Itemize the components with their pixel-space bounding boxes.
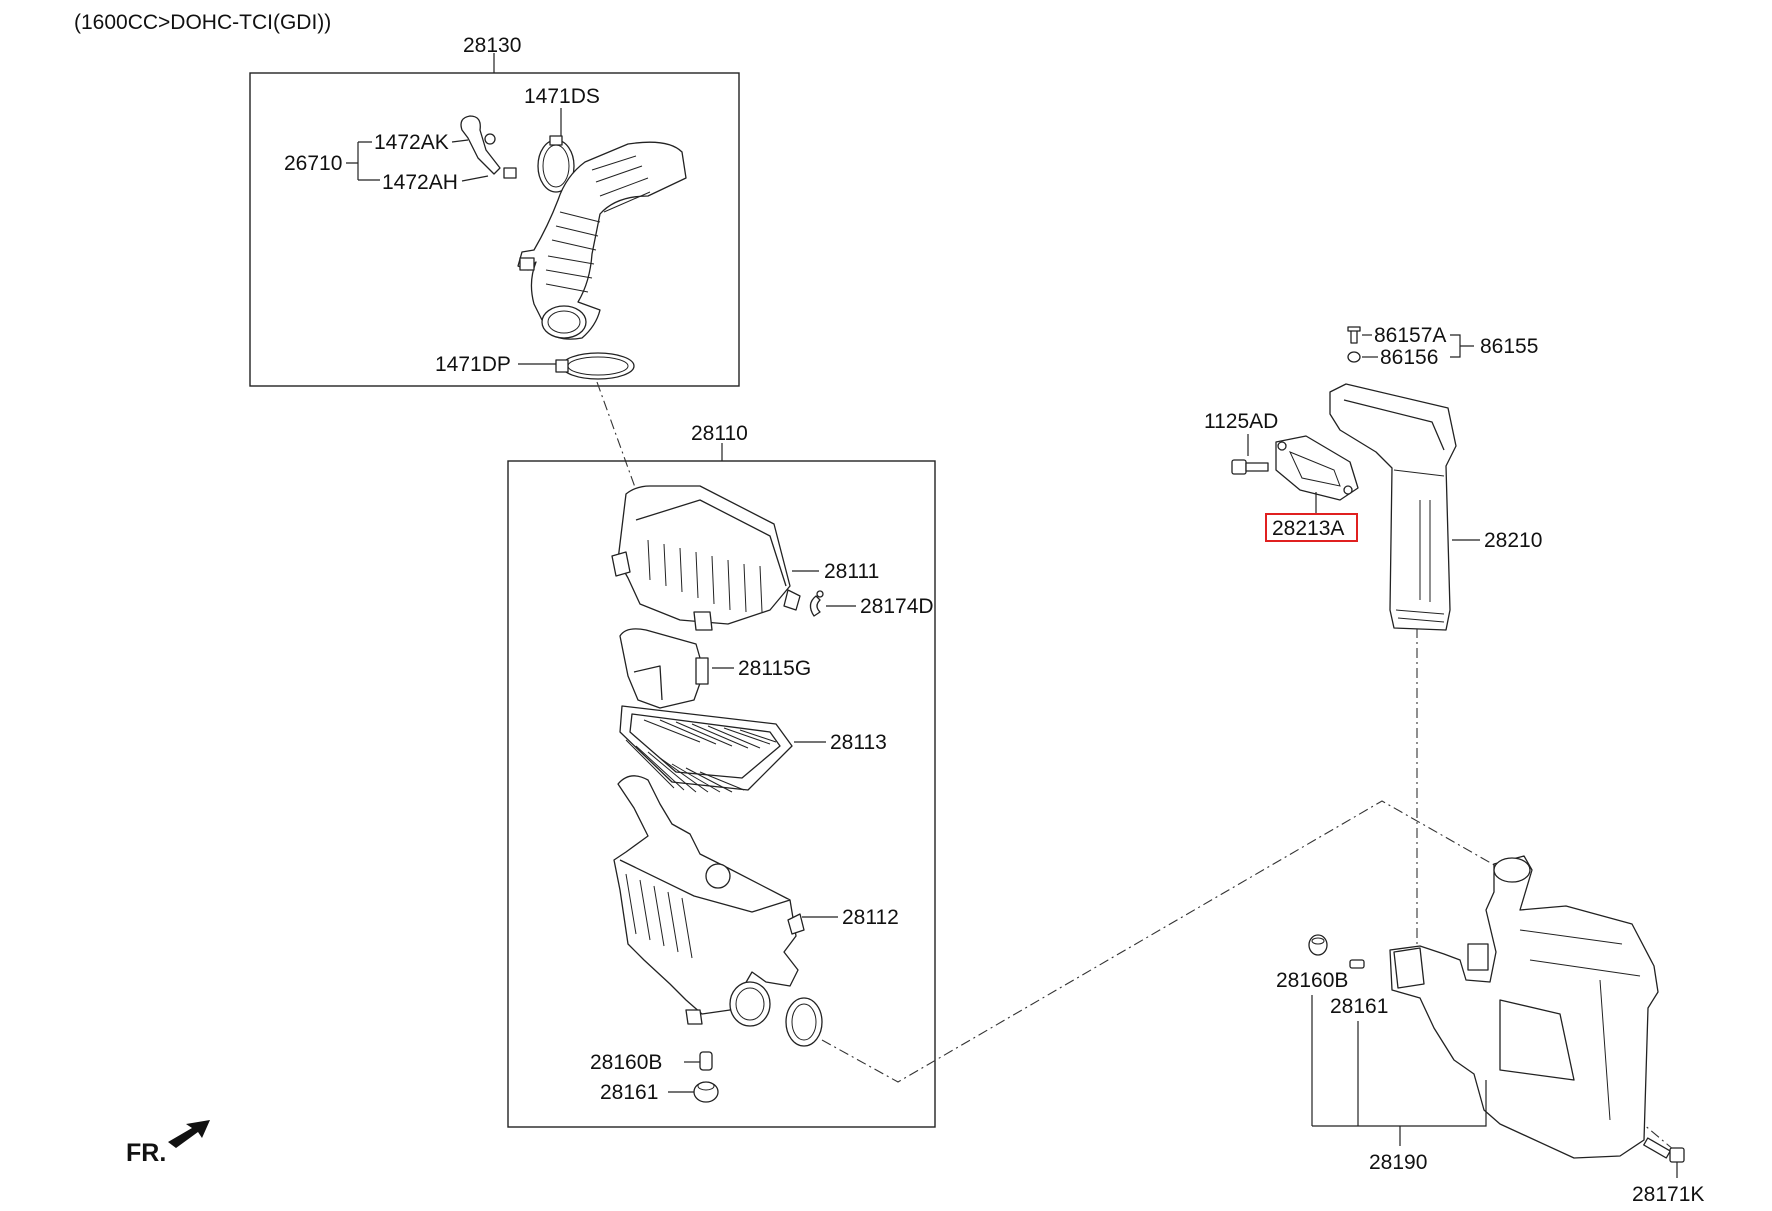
outlet-ring-part[interactable] [785,997,823,1047]
label-1472AK[interactable]: 1472AK [374,131,449,154]
air-cleaner-body-28112-part[interactable] [613,775,805,1027]
label-28160B-left[interactable]: 28160B [590,1051,662,1074]
connector-line-main [821,800,1497,1083]
bolt-1125AD-part[interactable] [1231,459,1269,475]
label-1471DP[interactable]: 1471DP [435,353,511,376]
label-28161-left[interactable]: 28161 [600,1081,658,1104]
duct-28115G-part[interactable] [619,628,709,709]
label-28161-right[interactable]: 28161 [1330,995,1388,1018]
clip-28174D-part[interactable] [809,590,824,617]
label-28210[interactable]: 28210 [1484,529,1542,552]
highlight-box-28213A [1265,513,1358,542]
filter-element-28113-part[interactable] [619,705,793,793]
label-28115G[interactable]: 28115G [738,657,811,680]
grommet-28160B-right-part[interactable] [1308,934,1328,956]
label-28213A[interactable]: 28213A [1272,517,1344,540]
bolt-28171K-part[interactable] [1643,1137,1685,1163]
front-arrow-icon [168,1120,210,1148]
label-26710[interactable]: 26710 [284,152,342,175]
label-28111[interactable]: 28111 [824,560,879,583]
grommet-28160B-left-part[interactable] [699,1051,713,1071]
breather-tube-part[interactable] [460,115,517,179]
group-28130: 28130 1471DS 26710 1472AK 1472AH [249,34,740,387]
group-28130-box [249,72,740,387]
fastener-86156-part[interactable] [1347,351,1361,363]
label-28174D[interactable]: 28174D [860,595,934,618]
front-label: FR. [126,1139,166,1167]
clamp-1471DP-part[interactable] [555,352,635,380]
connector-line-hose [596,381,637,491]
resonator-28190-part[interactable] [1389,855,1659,1159]
intake-hose-part[interactable] [517,141,687,340]
label-28113[interactable]: 28113 [830,731,887,754]
label-86156[interactable]: 86156 [1380,346,1438,369]
label-28160B-right[interactable]: 28160B [1276,969,1348,992]
pin-28161-right-part[interactable] [1349,959,1365,969]
grommet-28161-left-part[interactable] [693,1081,719,1103]
label-1471DS[interactable]: 1471DS [524,85,600,108]
label-28110[interactable]: 28110 [691,422,748,445]
air-duct-28210-part[interactable] [1329,383,1457,631]
label-28171K[interactable]: 28171K [1632,1183,1704,1206]
label-28112[interactable]: 28112 [842,906,899,929]
diagram-title: (1600CC>DOHC-TCI(GDI)) [74,11,331,34]
label-28130[interactable]: 28130 [463,34,521,57]
air-cleaner-cover-part[interactable] [611,485,801,631]
label-28190[interactable]: 28190 [1369,1151,1427,1174]
clamp-1471DS-part[interactable] [537,135,575,193]
label-86157A[interactable]: 86157A [1374,324,1446,347]
label-1125AD[interactable]: 1125AD [1204,410,1278,433]
bracket-28213A-part[interactable] [1275,435,1359,501]
label-1472AH[interactable]: 1472AH [382,171,458,194]
label-86155[interactable]: 86155 [1480,335,1538,358]
front-direction-marker: FR. [126,1120,210,1167]
group-28110: 28110 28111 28174D 28115G [507,422,936,1128]
fastener-86157A-part[interactable] [1347,326,1361,344]
